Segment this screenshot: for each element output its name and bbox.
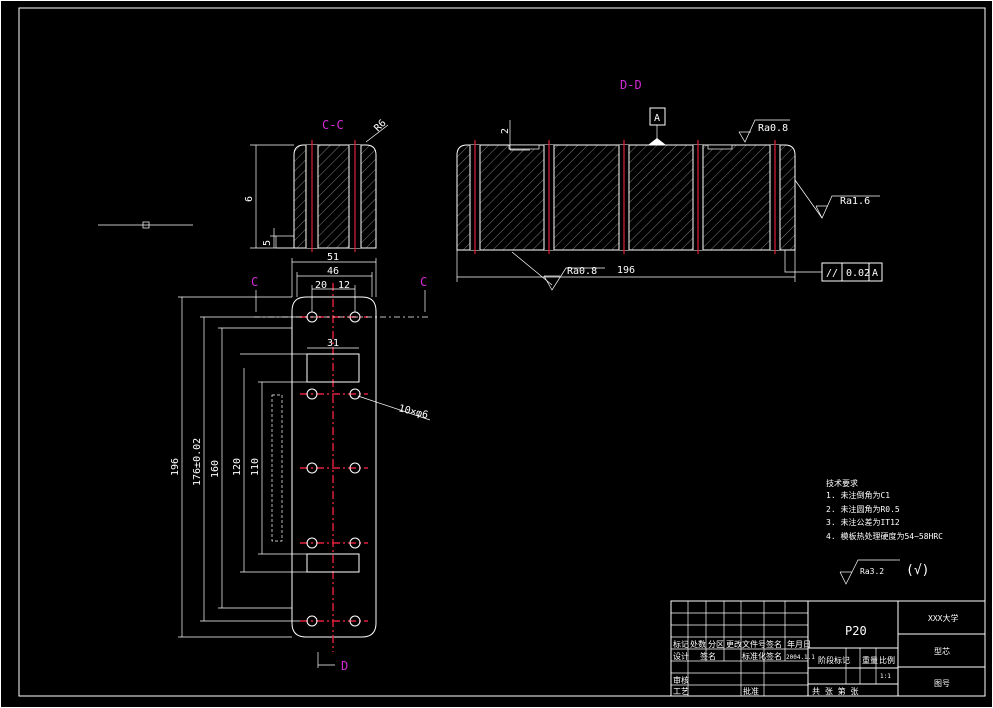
parallelism-value: 0.02 — [846, 268, 870, 279]
dim-110: 110 — [250, 458, 261, 476]
dim-r6: R6 — [372, 118, 388, 134]
section-dd-label: D-D — [620, 78, 642, 92]
dim-31: 31 — [327, 338, 339, 349]
center-mark-symbol — [98, 221, 193, 229]
tb-header-0: 标记 — [673, 639, 689, 649]
dim-196-plan: 196 — [170, 458, 181, 476]
tb-scale-label: 比例 — [879, 655, 895, 665]
tech-req-title: 技术要求 — [826, 478, 858, 488]
cut-c-left-label: C — [251, 275, 258, 289]
dim-20: 20 — [315, 280, 327, 291]
tb-sheets-label: 共 张 第 张 — [812, 686, 858, 696]
tb-design-0: 设计 — [673, 651, 689, 661]
tech-req-item-1: 1. 未注倒角为C1 — [826, 490, 890, 500]
tb-review-label: 审核 — [673, 675, 689, 685]
datum-a-letter: A — [654, 113, 660, 124]
technical-requirements: 技术要求 1. 未注倒角为C1 2. 未注圆角为R0.5 3. 未注公差为IT1… — [826, 478, 943, 541]
cut-c-right-label: C — [420, 275, 427, 289]
roughness-ra32: Ra3.2 — [860, 567, 884, 576]
tb-header-5: 年月日 — [787, 639, 811, 649]
tb-stage-label: 阶段标记 — [818, 655, 850, 665]
tb-process-label: 工艺 — [673, 687, 689, 696]
part-code: P20 — [845, 624, 867, 638]
dim-46: 46 — [327, 266, 339, 277]
roughness-ra08-top: Ra0.8 — [758, 123, 788, 134]
dim-160: 160 — [210, 460, 221, 478]
parallelism-datum: A — [872, 268, 878, 279]
dim-holes: 10×φ6 — [397, 403, 429, 421]
tb-design-2: 标准化 — [742, 651, 766, 661]
dim-5: 5 — [262, 240, 273, 246]
university-name: XXX大学 — [928, 613, 958, 623]
tb-scale-value: 1:1 — [880, 673, 891, 680]
tb-design-4: 2004.1.1 — [786, 654, 815, 661]
parallelism-symbol: // — [826, 268, 838, 279]
tb-header-1: 处数 — [690, 639, 706, 649]
section-cc-label: C-C — [322, 118, 344, 132]
dim-176: 176±0.02 — [192, 438, 203, 486]
tech-req-item-4: 4. 模板热处理硬度为54~58HRC — [826, 531, 943, 541]
tb-header-4: 签名 — [766, 639, 782, 649]
tb-design-1: 签名 — [700, 651, 716, 661]
tb-design-3: 签名 — [766, 651, 782, 661]
tb-weight-label: 重量 — [862, 655, 878, 665]
title-block — [670, 600, 986, 697]
roughness-ra16: Ra1.6 — [840, 196, 870, 207]
dim-6: 6 — [244, 196, 255, 202]
tech-req-item-2: 2. 未注圆角为R0.5 — [826, 504, 900, 514]
tb-approve-label: 批准 — [743, 686, 759, 696]
cut-d-label: D — [341, 659, 348, 673]
section-cc-view — [250, 124, 389, 252]
dim-196-dd: 196 — [617, 265, 635, 276]
tb-header-3: 更改文件号 — [726, 639, 766, 649]
dim-2: 2 — [500, 128, 511, 134]
dim-120: 120 — [232, 458, 243, 476]
plan-view — [178, 258, 431, 668]
dim-12: 12 — [338, 280, 350, 291]
tech-req-item-3: 3. 未注公差为IT12 — [826, 517, 900, 527]
general-roughness-symbol — [839, 559, 900, 585]
drawing-no-label: 图号 — [934, 679, 950, 688]
check-mark: (√) — [906, 563, 929, 578]
part-name-label: 型芯 — [934, 646, 950, 656]
dim-51: 51 — [327, 252, 339, 263]
tb-header-2: 分区 — [708, 640, 724, 649]
inner-frame — [18, 7, 986, 697]
section-dd-view — [456, 107, 883, 291]
roughness-ra08-bottom: Ra0.8 — [567, 266, 597, 277]
